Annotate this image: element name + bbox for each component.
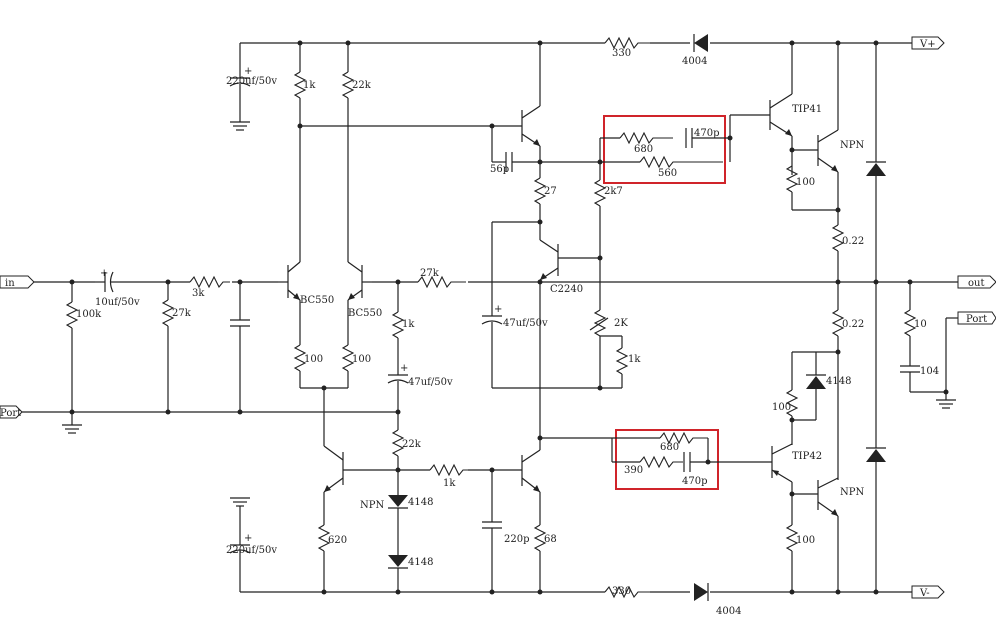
port-right: Port — [957, 311, 996, 325]
r330-top-label: 330 — [612, 48, 631, 59]
r10-label: 10 — [914, 319, 927, 330]
svg-text:+: + — [494, 304, 502, 315]
top-left-bias: + 220uf/50v 1k 22k — [226, 40, 492, 262]
d4148-a-label: 4148 — [408, 497, 433, 508]
r1k-pot-label: 1k — [628, 354, 641, 365]
r2k7-label: 2k7 — [604, 186, 623, 197]
port-in-label: in — [5, 278, 15, 289]
r22k-top-label: 22k — [352, 80, 372, 91]
c10uf-label: 10uf/50v — [95, 297, 140, 308]
vminus-label: V- — [919, 588, 930, 599]
svg-text:+: + — [400, 363, 408, 374]
r27k-fb-label: 27k — [420, 268, 440, 279]
r100-ltp-r-label: 100 — [352, 354, 371, 365]
port-vplus: V+ — [911, 36, 945, 50]
d4148-top-label: 4148 — [826, 376, 851, 387]
output-stage-bottom: 0.22 100 4148 TIP42 100 NPN — [771, 282, 864, 595]
ltp-pair: BC550 BC550 100 100 — [278, 261, 382, 446]
c47uf-left-label: 47uf/50v — [503, 318, 548, 329]
tip42-label: TIP42 — [792, 451, 822, 462]
r100k-label: 100k — [76, 309, 102, 320]
output-stage-top: TIP41 100 NPN 0.22 — [769, 40, 864, 285]
svg-text:+: + — [100, 268, 108, 279]
c220-top-label: 220uf/50v — [226, 76, 277, 87]
r620-label: 620 — [328, 535, 347, 546]
vas-stage: 56p 27 C2240 2k7 2K 1k — [481, 40, 641, 595]
r3k-label: 3k — [192, 288, 205, 299]
npn-bot-l-label: NPN — [360, 500, 384, 511]
highlight-bottom-network: 680 390 470p — [611, 429, 772, 490]
c47uf-right-label: 47uf/50v — [408, 377, 453, 388]
npn-bot-r-label: NPN — [840, 487, 864, 498]
c470p-top-label: 470p — [694, 128, 720, 139]
c104-label: 104 — [920, 366, 939, 377]
r100-bias-label: 100 — [772, 402, 791, 413]
c220-bot-label: 220uf/50v — [226, 545, 277, 556]
d4148-b-label: 4148 — [408, 557, 433, 568]
r022-top-label: 0.22 — [842, 236, 864, 247]
r100-top-label: 100 — [796, 177, 815, 188]
r27-vas-label: 27 — [544, 186, 557, 197]
r68-label: 68 — [544, 534, 557, 545]
r1k-mid-label: 1k — [402, 319, 415, 330]
feedback-network: 27k 1k + 47uf/50v — [387, 268, 466, 415]
port-in: in — [0, 275, 35, 289]
r100-ltp-l-label: 100 — [304, 354, 323, 365]
r330-bot-label: 330 — [612, 586, 631, 597]
d4004-bot-label: 4004 — [716, 606, 741, 617]
input-stage: + 10uf/50v 3k 100k 27k — [62, 268, 250, 434]
tip41-label: TIP41 — [792, 104, 822, 115]
port-vminus: V- — [911, 585, 945, 599]
c56p-label: 56p — [490, 164, 509, 175]
r22k-bot-label: 22k — [402, 439, 422, 450]
c220p-label: 220p — [504, 534, 530, 545]
highlight-top-network: 680 470p 560 — [599, 114, 770, 184]
output-protection: 10 104 — [866, 40, 958, 595]
r1k-top-label: 1k — [303, 80, 316, 91]
r100-bot-label: 100 — [796, 535, 815, 546]
port-out-label: out — [968, 278, 984, 289]
bc550-left-label: BC550 — [300, 295, 334, 306]
port-out: out — [957, 275, 996, 289]
port-left-label: Port — [0, 408, 21, 419]
port-left: Port — [0, 405, 23, 419]
r1k-bot-label: 1k — [443, 478, 456, 489]
lower-left-stage: NPN 620 22k 4148 4148 1k 220p — [226, 412, 530, 595]
r27k-in-label: 27k — [172, 308, 192, 319]
r680-bot-label: 680 — [660, 442, 679, 453]
c470p-bot-label: 470p — [682, 476, 708, 487]
svg-text:+: + — [244, 533, 252, 544]
r560-label: 560 — [658, 168, 677, 179]
bc550-right-label: BC550 — [348, 308, 382, 319]
vplus-label: V+ — [919, 39, 936, 50]
r390-label: 390 — [624, 465, 643, 476]
npn-top-label: NPN — [840, 140, 864, 151]
c2240-label: C2240 — [550, 284, 583, 295]
svg-text:+: + — [244, 66, 252, 77]
port-right-label: Port — [966, 314, 987, 325]
r2K-label: 2K — [614, 318, 628, 329]
d4004-top-label: 4004 — [682, 56, 707, 67]
r680-top-label: 680 — [634, 144, 653, 155]
rail-components: 330 4004 330 4004 — [604, 34, 741, 617]
r022-bot-label: 0.22 — [842, 319, 864, 330]
